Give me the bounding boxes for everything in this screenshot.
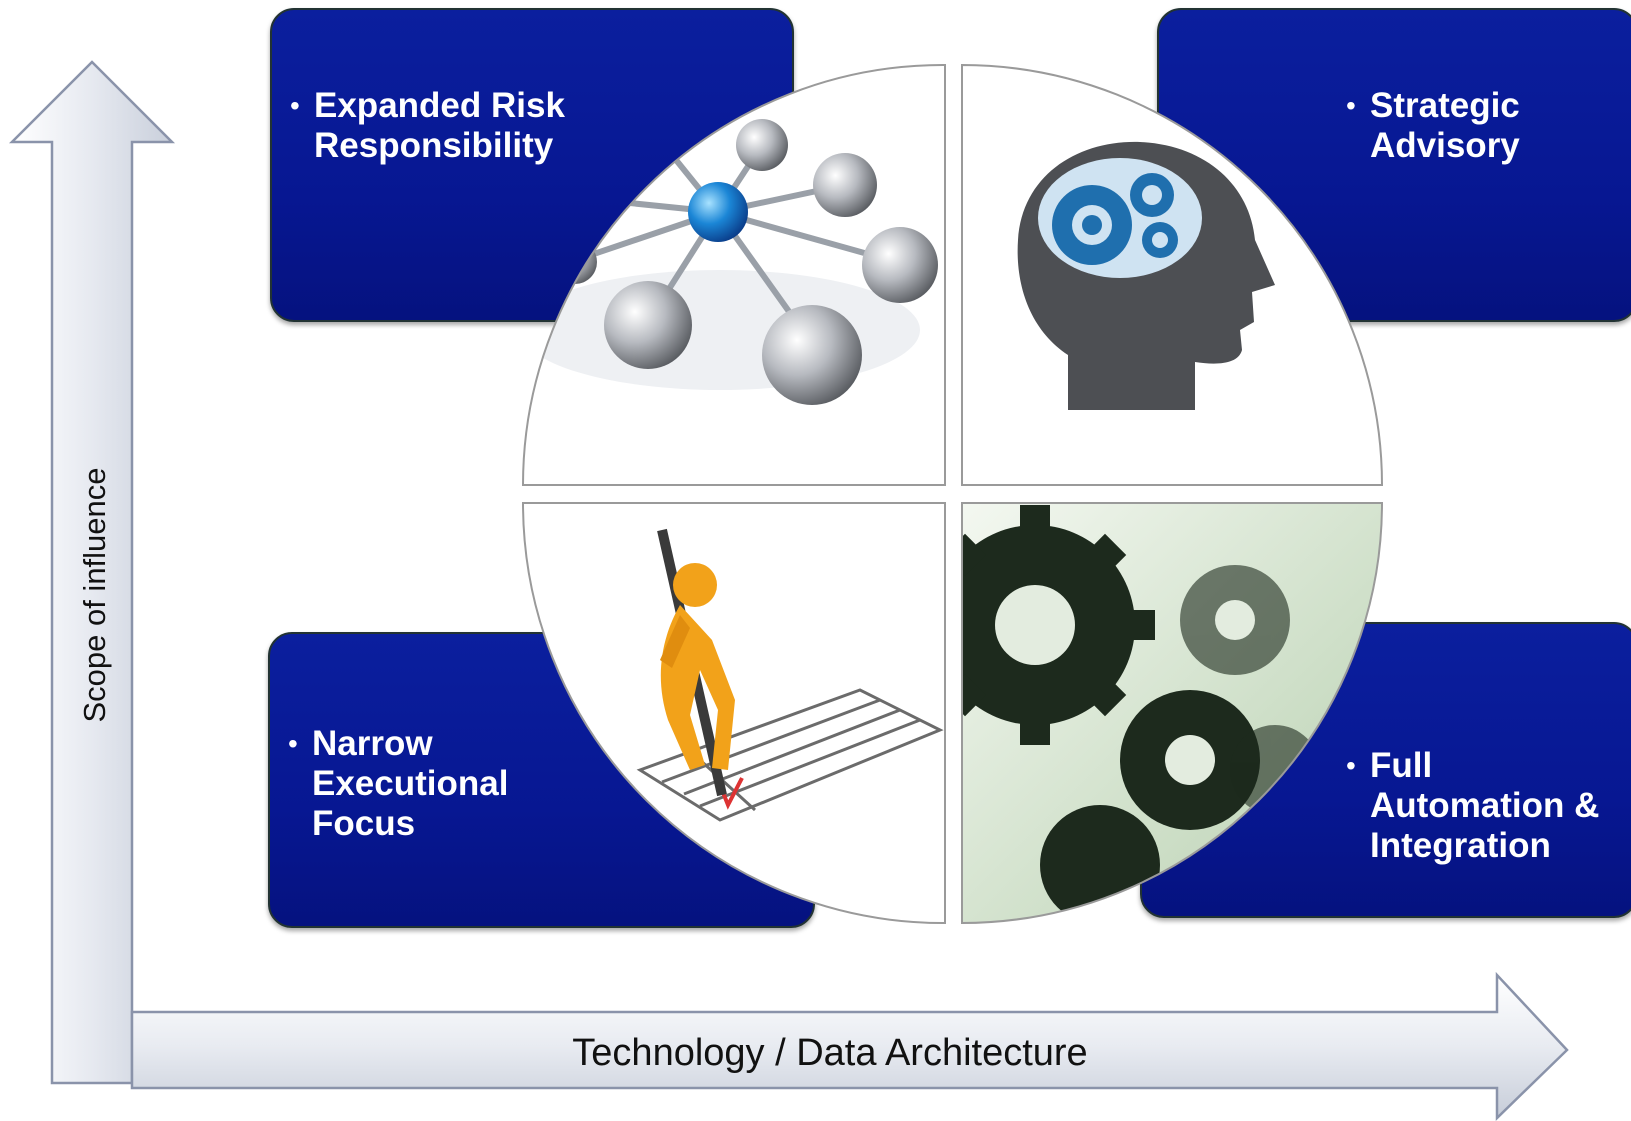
quadrant-text-top-right: • Strategic Advisory xyxy=(1346,86,1590,166)
quadrant-line: Expanded Risk xyxy=(314,86,565,125)
x-axis-arrow xyxy=(130,971,1569,1121)
head-gears-icon xyxy=(962,65,1382,485)
bullet: • xyxy=(290,90,300,121)
quadrant-text-top-left: • Expanded Risk Responsibility xyxy=(290,86,634,166)
x-axis-label: Technology / Data Architecture xyxy=(572,1032,1088,1074)
bullet: • xyxy=(1346,750,1356,781)
quadrant-line: Executional xyxy=(312,764,509,803)
quadrant-line: Automation & xyxy=(1370,786,1600,825)
y-axis-arrow xyxy=(8,60,176,1085)
quadrant-line: Integration xyxy=(1370,826,1551,865)
quadrant-line: Advisory xyxy=(1370,126,1520,165)
quadrant-line: Full xyxy=(1370,746,1433,785)
quadrant-line: Focus xyxy=(312,804,416,843)
gears-icon xyxy=(962,503,1382,923)
bullet: • xyxy=(1346,90,1356,121)
quadrant-line: Narrow xyxy=(312,724,433,763)
bullet: • xyxy=(288,728,298,759)
person-checklist-icon xyxy=(523,503,945,924)
quadrant-text-bottom-left: • Narrow Executional Focus xyxy=(288,724,552,844)
quadrant-line: Responsibility xyxy=(314,126,554,165)
quadrant-line: Strategic xyxy=(1370,86,1520,125)
quadrant-text-bottom-right: • Full Automation & Integration xyxy=(1346,746,1630,866)
